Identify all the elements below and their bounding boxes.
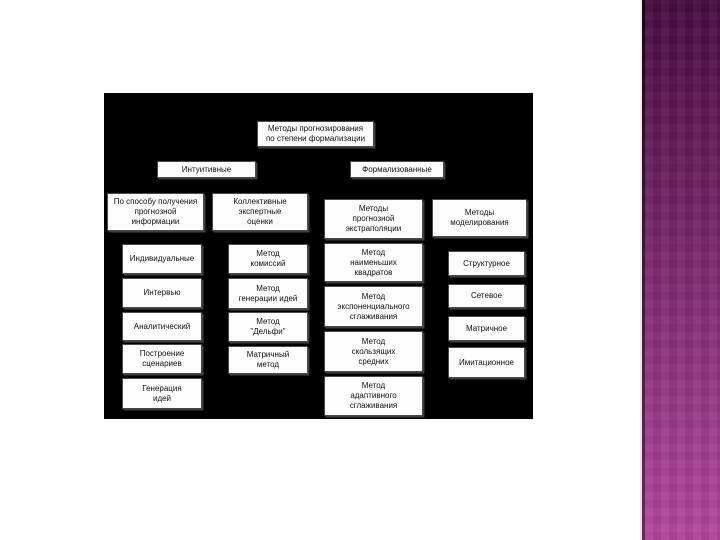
node-commission-method: Метод комиссий bbox=[228, 244, 308, 274]
node-extrapolation-methods: Методы прогнозной экстраполяции bbox=[324, 199, 423, 239]
node-modeling-methods: Методы моделирования bbox=[432, 199, 527, 237]
node-least-squares: Метод наименьших квадратов bbox=[324, 243, 423, 282]
node-by-info-acquisition: По способу получения прогнозной информац… bbox=[107, 193, 204, 231]
accent-strip bbox=[640, 0, 720, 540]
node-scenario-building: Построение сценариев bbox=[122, 344, 202, 374]
node-delphi-method: Метод "Дельфи" bbox=[228, 312, 308, 342]
node-structural: Структурное bbox=[448, 251, 525, 276]
node-idea-generation-method: Метод генерации идей bbox=[228, 278, 308, 309]
node-exponential-smoothing: Метод экспоненциального сглаживания bbox=[324, 286, 423, 327]
node-matrix-method: Матричный метод bbox=[228, 346, 308, 374]
node-collective-expert: Коллективные экспертные оценки bbox=[212, 193, 308, 231]
node-adaptive-smoothing: Метод адаптивного сглаживания bbox=[324, 376, 423, 416]
strip-gradient bbox=[645, 0, 720, 540]
node-analytical: Аналитический bbox=[122, 312, 202, 341]
node-individual: Индивидуальные bbox=[122, 244, 202, 274]
node-forecasting-methods-title: Методы прогнозирования по степени формал… bbox=[257, 121, 374, 147]
strip-highlight-line bbox=[640, 0, 642, 540]
strip-edge-line bbox=[642, 0, 645, 540]
node-idea-generation: Генерация идей bbox=[122, 378, 202, 409]
node-interview: Интервью bbox=[122, 278, 202, 308]
node-moving-averages: Метод скользящих средних bbox=[324, 331, 423, 372]
node-network: Сетевое bbox=[448, 284, 525, 308]
node-simulation: Имитационное bbox=[448, 347, 525, 378]
node-matrix-modeling: Матричное bbox=[448, 316, 525, 341]
node-intuitive: Интуитивные bbox=[157, 161, 256, 178]
node-formalized: Формализованные bbox=[350, 161, 444, 178]
